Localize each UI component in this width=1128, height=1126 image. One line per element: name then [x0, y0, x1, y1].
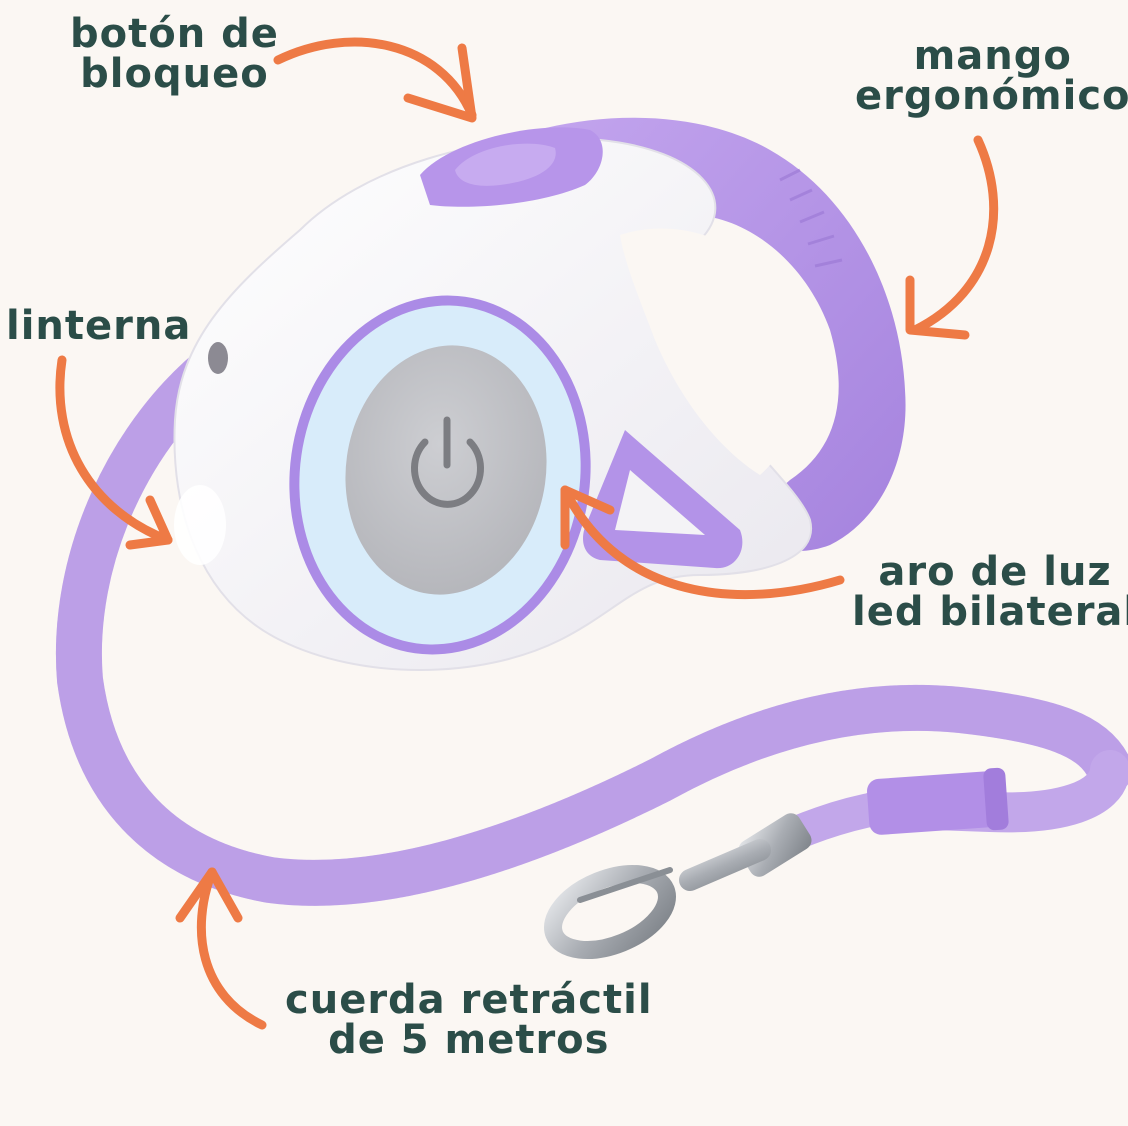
flashlight-lens — [174, 485, 226, 565]
label-handle-line2: ergonómico — [855, 73, 1128, 119]
label-led-ring-line1: aro de luz — [878, 549, 1112, 595]
label-lock-button-line1: botón de — [70, 11, 279, 57]
triangle-accent — [583, 430, 743, 569]
cord-exit — [208, 342, 228, 374]
lock-button — [420, 127, 603, 207]
cord-sleeve — [867, 767, 1009, 835]
retractable-cord — [56, 337, 1128, 906]
snap-hook — [544, 813, 812, 959]
label-led-ring-line2: led bilateral — [852, 589, 1128, 635]
arrow-handle — [905, 135, 999, 340]
label-cord-line2: de 5 metros — [328, 1017, 610, 1063]
arrow-cord — [175, 867, 267, 1030]
label-flashlight: linterna — [6, 306, 191, 346]
label-flashlight-line1: linterna — [6, 303, 192, 349]
arrow-lock-button — [273, 37, 477, 123]
power-button — [345, 345, 547, 595]
arrow-flashlight — [55, 355, 173, 550]
label-handle-line1: mango — [913, 33, 1072, 79]
annotation-arrows — [55, 37, 999, 1030]
label-led-ring: aro de luz led bilateral — [852, 552, 1128, 632]
arrow-led-ring — [560, 485, 845, 600]
label-handle: mango ergonómico — [855, 36, 1128, 116]
label-cord-line1: cuerda retráctil — [285, 977, 653, 1023]
label-lock-button: botón de bloqueo — [70, 14, 279, 94]
power-icon — [411, 416, 484, 508]
label-cord: cuerda retráctil de 5 metros — [285, 980, 653, 1060]
label-lock-button-line2: bloqueo — [80, 51, 269, 97]
